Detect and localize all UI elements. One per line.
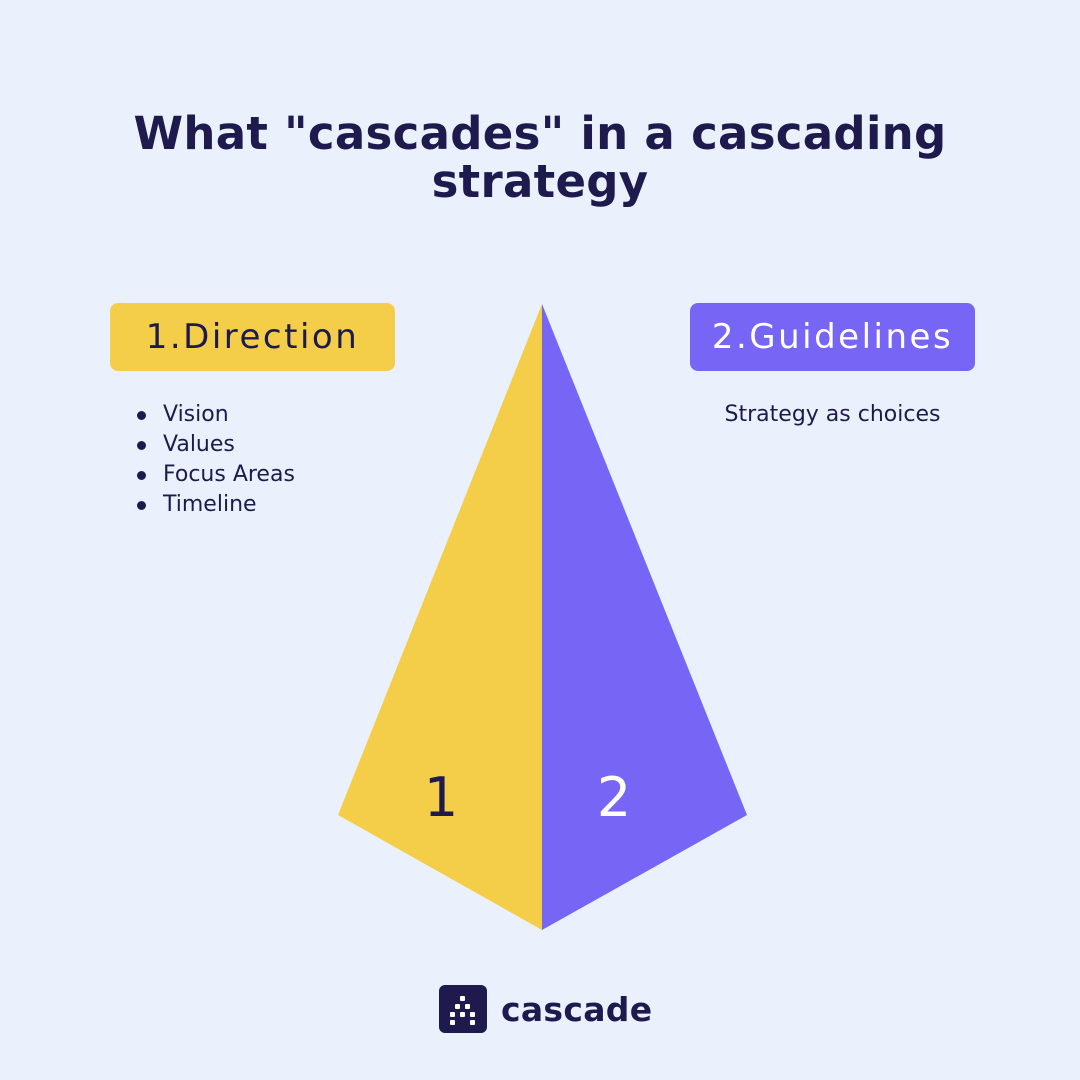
pyramid-number-1: 1 — [423, 766, 459, 829]
pyramid-right-face — [542, 304, 747, 930]
direction-item-focus-areas: Focus Areas — [135, 460, 295, 490]
bullet-dot — [137, 411, 146, 420]
bullet-dot — [137, 441, 146, 450]
pyramid-left-face — [338, 304, 542, 930]
brand-name: cascade — [501, 989, 653, 1029]
brand-footer: cascade — [439, 985, 652, 1033]
direction-item-vision: Vision — [135, 400, 295, 430]
guidelines-description: Strategy as choices — [724, 402, 941, 427]
cascade-logo-icon — [439, 985, 487, 1033]
page-title: What "cascades" in a cascading strategy — [133, 107, 947, 208]
direction-list: Vision Values Focus Areas Timeline — [135, 400, 295, 520]
direction-label: 1.Direction — [110, 303, 395, 371]
direction-item-label: Focus Areas — [163, 462, 295, 487]
direction-item-label: Vision — [163, 402, 229, 427]
guidelines-label-text: 2.Guidelines — [711, 317, 954, 357]
direction-label-text: 1.Direction — [145, 317, 360, 357]
direction-item-label: Timeline — [163, 492, 257, 517]
direction-item-values: Values — [135, 430, 295, 460]
bullet-dot — [137, 471, 146, 480]
bullet-dot — [137, 501, 146, 510]
guidelines-label: 2.Guidelines — [690, 303, 975, 371]
pyramid-number-2: 2 — [596, 766, 632, 829]
direction-item-label: Values — [163, 432, 235, 457]
direction-item-timeline: Timeline — [135, 490, 295, 520]
